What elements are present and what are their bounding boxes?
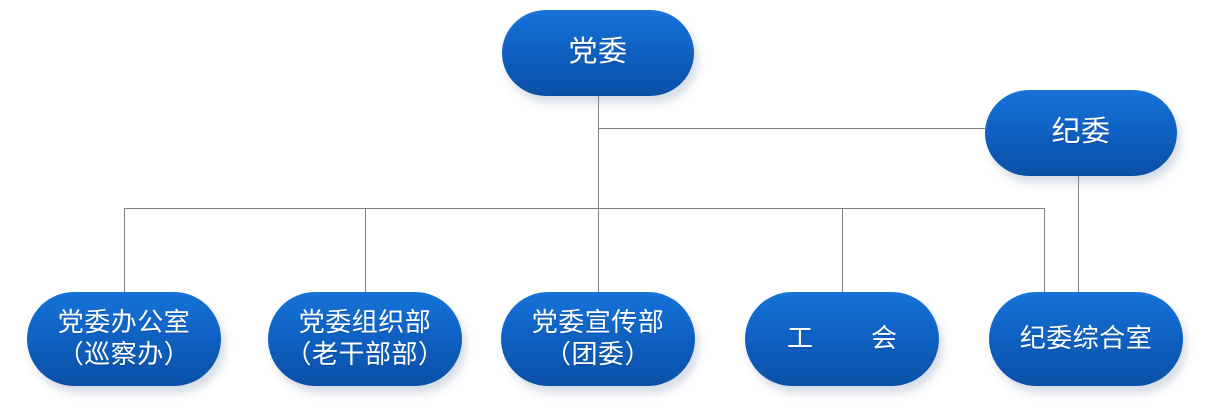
connector-drop-labor-union [842, 208, 843, 292]
node-publicity-department[interactable]: 党委宣传部 （团委） [501, 292, 695, 386]
connector-drop-publicity-department [598, 208, 599, 292]
node-party-office[interactable]: 党委办公室 （巡察办） [27, 292, 221, 386]
node-organization-department[interactable]: 党委组织部 （老干部部） [268, 292, 462, 386]
node-discipline-committee[interactable]: 纪委 [985, 90, 1177, 176]
node-discipline-general-office[interactable]: 纪委综合室 [989, 292, 1183, 386]
connector-root-trunk-upper [598, 96, 599, 128]
connector-drop-party-office [124, 208, 125, 292]
connector-drop-discipline-general-office [1044, 208, 1045, 292]
connector-root-to-discipline [598, 128, 985, 129]
node-party-committee[interactable]: 党委 [502, 10, 694, 96]
connector-drop-organization-department [365, 208, 366, 292]
node-labor-union[interactable]: 工 会 [745, 292, 939, 386]
connector-discipline-to-general-office [1078, 176, 1079, 292]
connector-leaf-bus [124, 208, 1045, 209]
connector-root-trunk-lower [598, 128, 599, 208]
